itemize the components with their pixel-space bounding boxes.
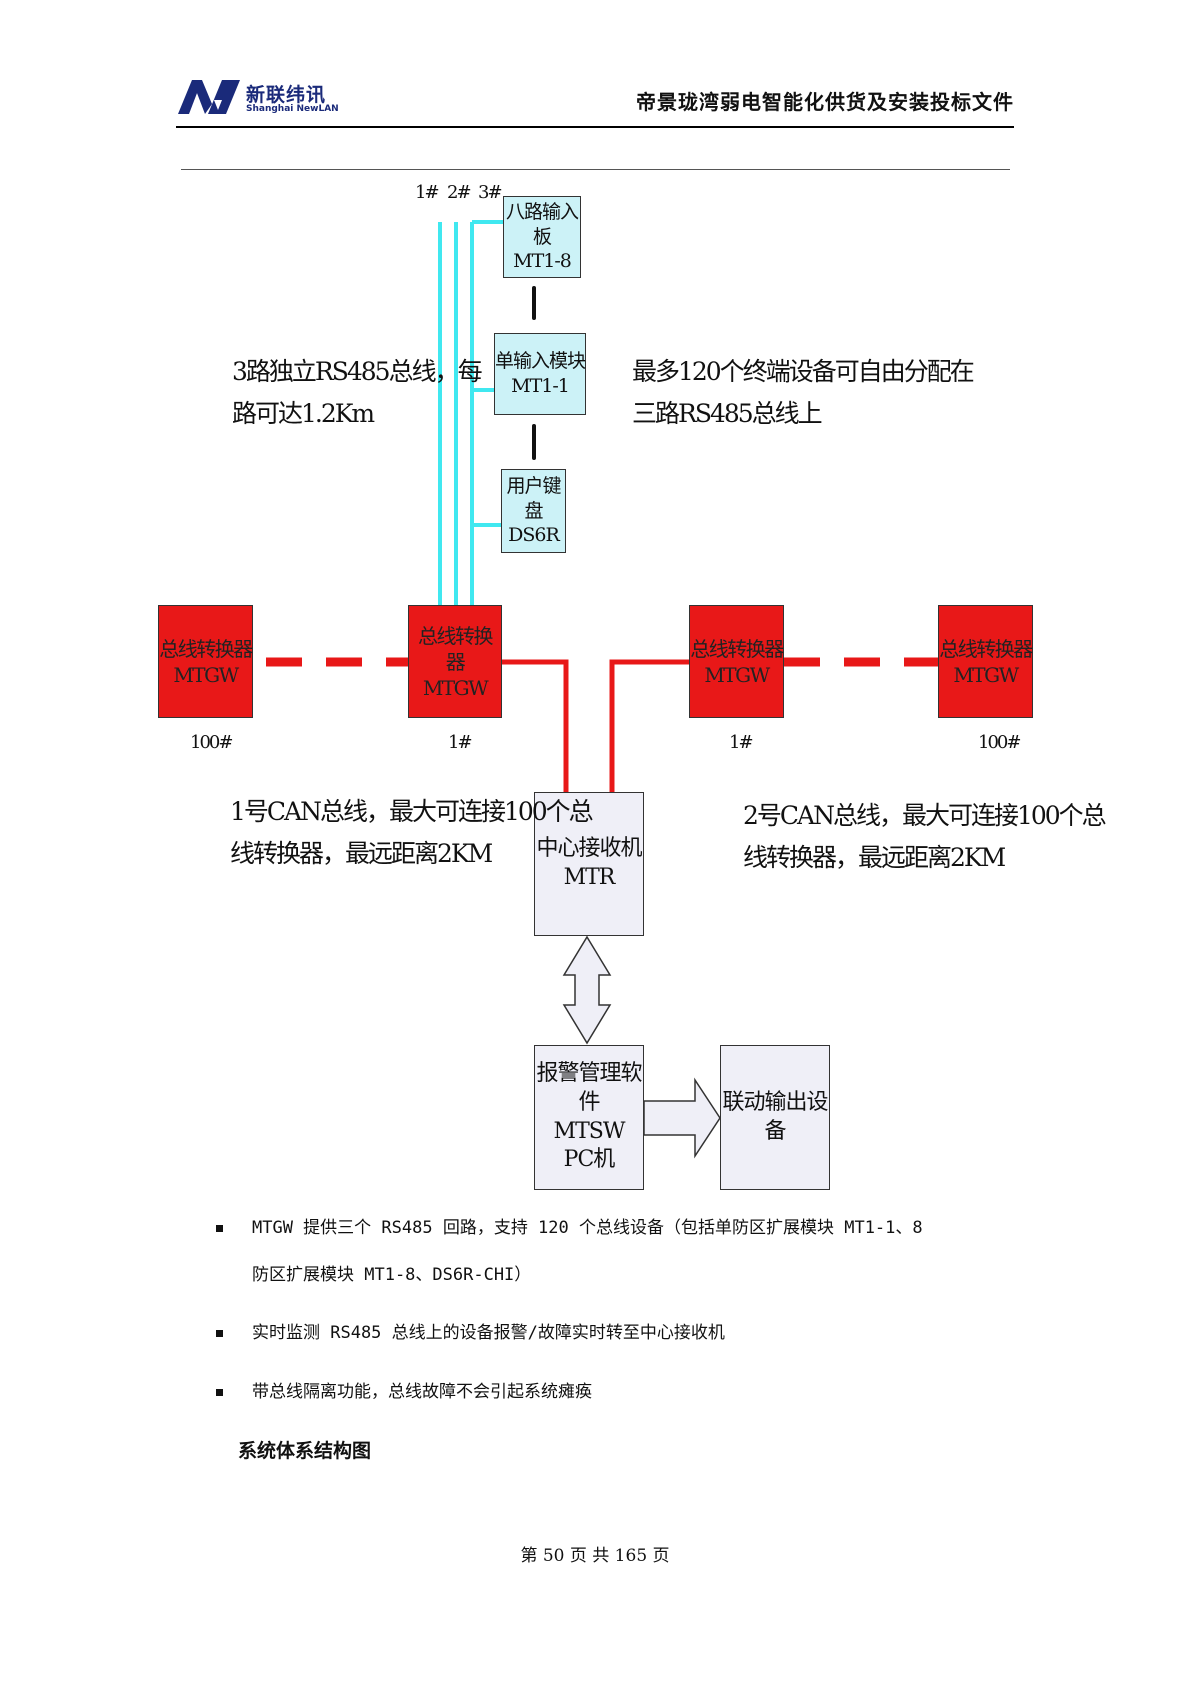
bullet-line: MTGW 提供三个 RS485 回路，支持 120 个总线设备（包括单防区扩展模… <box>252 1218 923 1238</box>
can-bus-lines <box>266 657 938 792</box>
box-label: 八路输入板 <box>505 200 579 248</box>
mtgw-far-left: 总线转换器 MTGW <box>158 605 253 718</box>
annotation-line: 线转换器，最远距离2KM <box>743 843 1006 872</box>
bullet-square-icon <box>216 1225 223 1232</box>
node-label-far-left: 100# <box>190 732 233 753</box>
box-label: 用户键盘 <box>506 474 561 522</box>
mtgw-far-right: 总线转换器 MTGW <box>938 605 1033 718</box>
node-label-right: 1# <box>729 732 754 753</box>
annotation-rs485-right: 最多120个终端设备可自由分配在 三路RS485总线上 <box>632 351 975 435</box>
box-label: 中心接收机 <box>536 836 642 862</box>
box-label: 联动输出设备 <box>722 1089 828 1144</box>
box-label: 总线转换器 <box>939 636 1033 661</box>
annotation-line: 3路独立RS485总线，每 <box>232 357 483 386</box>
node-label-left: 1# <box>448 732 473 753</box>
annotation-rs485-left: 3路独立RS485总线，每 路可达1.2Km <box>232 351 483 435</box>
box-label: 总线转换器 <box>690 636 784 661</box>
annotation-line: 线转换器，最远距离2KM <box>230 839 493 868</box>
box-model: DS6R <box>508 524 560 547</box>
logo-english-name: Shanghai NewLAN <box>246 104 339 114</box>
annotation-line: 路可达1.2Km <box>232 399 375 428</box>
box-model: MTGW <box>704 662 770 687</box>
bus-label-3: 3# <box>478 182 503 203</box>
annotation-can1: 1号CAN总线，最大可连接100个总 线转换器，最远距离2KM <box>230 791 594 875</box>
box-model: MTGW <box>173 662 239 687</box>
right-arrow-icon <box>643 1077 721 1159</box>
box-model: MTSW <box>553 1118 626 1144</box>
header-rule <box>176 126 1014 128</box>
bus-label-1: 1# <box>415 182 440 203</box>
annotation-line: 2号CAN总线，最大可连接100个总 <box>743 801 1107 830</box>
page-footer: 第 50 页 共 165 页 <box>520 1546 670 1566</box>
bullet-square-icon <box>216 1389 223 1396</box>
box-model: MTGW <box>953 662 1019 687</box>
bullet-item: 实时监测 RS485 总线上的设备报警/故障实时转至中心接收机 <box>216 1310 1016 1357</box>
bullet-line: 实时监测 RS485 总线上的设备报警/故障实时转至中心接收机 <box>252 1323 725 1343</box>
annotation-can2: 2号CAN总线，最大可连接100个总 线转换器，最远距离2KM <box>743 795 1107 879</box>
mtsw-alarm-software: 报警管理软件 MTSW PC机 <box>534 1045 644 1190</box>
newlan-logo-icon <box>178 80 240 114</box>
mt1-8-input-board: 八路输入板 MT1-8 <box>503 196 581 278</box>
node-label-far-right: 100# <box>978 732 1021 753</box>
section-rule <box>181 169 1010 170</box>
rs485-bus-lines <box>438 220 503 608</box>
ds6r-user-keypad: 用户键盘 DS6R <box>501 469 566 553</box>
bullet-item: 带总线隔离功能，总线故障不会引起系统瘫痪 <box>216 1369 1016 1416</box>
bullet-line: 防区扩展模块 MT1-8、DS6R-CHI） <box>252 1265 532 1285</box>
figure-caption: 系统体系结构图 <box>238 1440 372 1462</box>
bullet-square-icon <box>216 1330 223 1337</box>
bullet-line: 带总线隔离功能，总线故障不会引起系统瘫痪 <box>252 1382 592 1402</box>
box-label: 报警管理软件 <box>536 1061 642 1115</box>
annotation-line: 1号CAN总线，最大可连接100个总 <box>230 797 594 826</box>
bidirectional-arrow-icon <box>562 935 612 1045</box>
logo-chinese-name: 新联纬讯 <box>246 84 327 106</box>
box-model: MT1-8 <box>513 250 572 273</box>
mtgw-left: 总线转换器 MTGW <box>408 605 502 718</box>
box-model: MTGW <box>422 675 489 700</box>
annotation-line: 最多120个终端设备可自由分配在 <box>632 357 975 386</box>
box-host: PC机 <box>563 1147 616 1173</box>
document-title: 帝景珑湾弱电智能化供货及安装投标文件 <box>636 90 1014 114</box>
linkage-output-device: 联动输出设备 <box>720 1045 830 1190</box>
mt1-1-input-module: 单输入模块 MT1-1 <box>494 333 586 415</box>
box-label: 单输入模块 <box>495 350 586 373</box>
annotation-line: 三路RS485总线上 <box>632 399 823 428</box>
mtgw-right: 总线转换器 MTGW <box>689 605 784 718</box>
box-model: MTR <box>563 865 616 890</box>
bus-label-2: 2# <box>447 182 472 203</box>
box-label: 总线转换器 <box>418 623 494 674</box>
box-model: MT1-1 <box>511 375 570 397</box>
bullet-item: MTGW 提供三个 RS485 回路，支持 120 个总线设备（包括单防区扩展模… <box>216 1205 1016 1299</box>
box-label: 总线转换器 <box>159 636 253 661</box>
mtr-central-receiver: 中心接收机 MTR <box>534 792 644 936</box>
